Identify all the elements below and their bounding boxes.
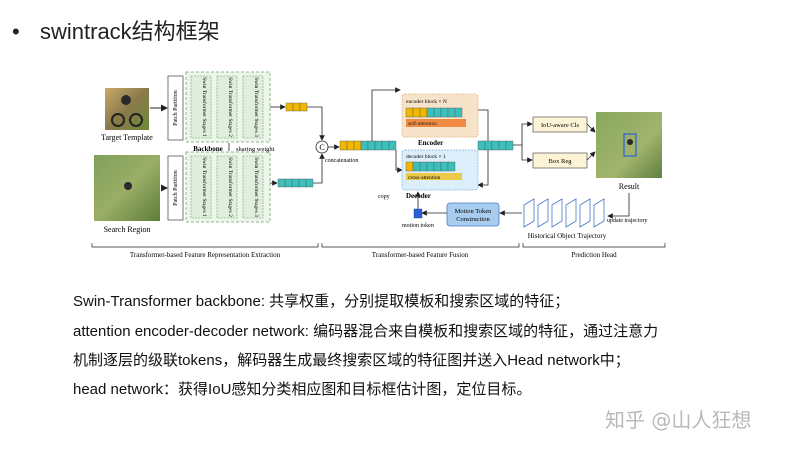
arrow-box-to-result xyxy=(586,151,596,161)
search-region-label: Search Region xyxy=(104,225,151,234)
stage3-top-label: Swin Transformer Stages 3 xyxy=(253,77,260,137)
stage1-bottom xyxy=(190,155,212,219)
patch-partition-bottom-label: Patch Partition xyxy=(173,170,179,206)
section-feature-extraction: Transformer-based Feature Representation… xyxy=(130,251,281,259)
self-attention-bar xyxy=(406,119,466,127)
motion-token-cube xyxy=(413,208,423,219)
section-prediction-head: Prediction Head xyxy=(571,251,617,259)
decoder-output-strip xyxy=(477,140,514,151)
stage1-bottom-label: Swin Transformer Stages 1 xyxy=(201,157,208,217)
title-bullet: • xyxy=(12,19,20,44)
update-trajectory-label: update trajectory xyxy=(607,218,647,224)
arrow-iou-to-result xyxy=(586,123,596,133)
target-template-image xyxy=(105,88,149,130)
cross-attention-bar xyxy=(406,173,462,180)
stage1-top xyxy=(190,75,212,139)
patch-partition-top xyxy=(167,75,184,141)
stage1-top-label: Swin Transformer Stages 1 xyxy=(201,77,208,137)
sharing-weight-label: sharing weight xyxy=(236,146,275,153)
cross-attention-label: cross-attention xyxy=(408,175,441,181)
decoder-block-label: decoder block × 1 xyxy=(406,154,446,160)
result-rider-icon xyxy=(627,139,633,145)
box-reg-label: Box Reg xyxy=(549,158,573,165)
search-token-strip xyxy=(277,178,314,188)
slide-title: • swintrack结构框架 xyxy=(12,14,220,46)
concat-token-strip xyxy=(339,140,397,151)
motion-construction-label-1: Motion Token xyxy=(455,208,493,215)
copy-label: copy xyxy=(378,194,390,200)
section-feature-fusion: Transformer-based Feature Fusion xyxy=(372,251,469,259)
text-line-encoder-decoder: attention encoder-decoder network: 编码器混合… xyxy=(73,323,659,340)
iou-cls-label: IoU-aware Cls xyxy=(541,122,580,129)
self-attention-label: self-attention xyxy=(408,120,437,127)
result-image xyxy=(596,112,662,178)
motion-construction-label-2: Construction xyxy=(456,216,490,223)
decoder-label: Decoder xyxy=(406,192,431,200)
stage2-bottom-label: Swin Transformer Stages 2 xyxy=(227,157,234,217)
arrow-to-boxreg xyxy=(521,145,533,163)
target-template-label: Target Template xyxy=(101,133,153,142)
template-wheel-icon xyxy=(111,113,125,127)
result-bbox xyxy=(623,133,637,157)
watermark: 知乎 @山人狂想 xyxy=(605,408,752,432)
historical-trajectory-label: Historical Object Trajectory xyxy=(528,232,607,240)
stage3-top xyxy=(242,75,264,139)
box-reg-box xyxy=(532,152,588,169)
title-text: swintrack结构框架 xyxy=(40,19,220,44)
text-line-head: head network：获得IoU感知分类相应图和目标框估计图，定位目标。 xyxy=(73,381,532,398)
patch-partition-top-label: Patch Partition xyxy=(173,90,179,126)
stage3-bottom-label: Swin Transformer Stages 3 xyxy=(253,157,260,217)
result-label: Result xyxy=(619,182,640,191)
motion-token-label: motion token xyxy=(402,223,434,229)
concatenation-label: concatenation xyxy=(325,158,358,164)
motion-construction-box xyxy=(446,202,500,227)
template-rider-icon xyxy=(121,95,131,105)
template-wheel-icon xyxy=(129,113,143,127)
swintrack-architecture-diagram: Target Template Search Region Patch Part… xyxy=(91,71,666,259)
encoder-label: Encoder xyxy=(418,139,443,147)
stage2-top xyxy=(216,75,238,139)
backbone-label: Backbone xyxy=(193,145,223,153)
text-line-encoder-decoder-cont: 机制逐层的级联tokens，解码器生成最终搜索区域的特征图并送入Head net… xyxy=(73,352,630,369)
arrow-update-trajectory xyxy=(607,193,630,219)
search-rider-icon xyxy=(124,182,132,190)
stage3-bottom xyxy=(242,155,264,219)
arrow-strip-to-encoder xyxy=(371,87,401,141)
section-brackets xyxy=(91,243,666,248)
arrow-search-to-concat xyxy=(313,153,325,184)
encoder-token-strip xyxy=(405,107,463,118)
encoder-block-label: encoder block × N xyxy=(406,99,447,105)
template-token-strip xyxy=(285,102,308,112)
stage2-top-label: Swin Transformer Stages 2 xyxy=(227,77,234,137)
text-line-backbone: Swin-Transformer backbone: 共享权重，分别提取模板和搜… xyxy=(73,293,570,310)
arrow-template-to-concat xyxy=(307,106,325,141)
concat-symbol: C xyxy=(319,143,324,152)
arrow-copy-to-decoder xyxy=(395,150,403,173)
patch-partition-bottom xyxy=(167,155,184,221)
historical-trajectory-frames xyxy=(523,198,605,228)
arrow-to-iou xyxy=(513,121,533,146)
decoder-token-strip xyxy=(405,161,456,172)
stage2-bottom xyxy=(216,155,238,219)
